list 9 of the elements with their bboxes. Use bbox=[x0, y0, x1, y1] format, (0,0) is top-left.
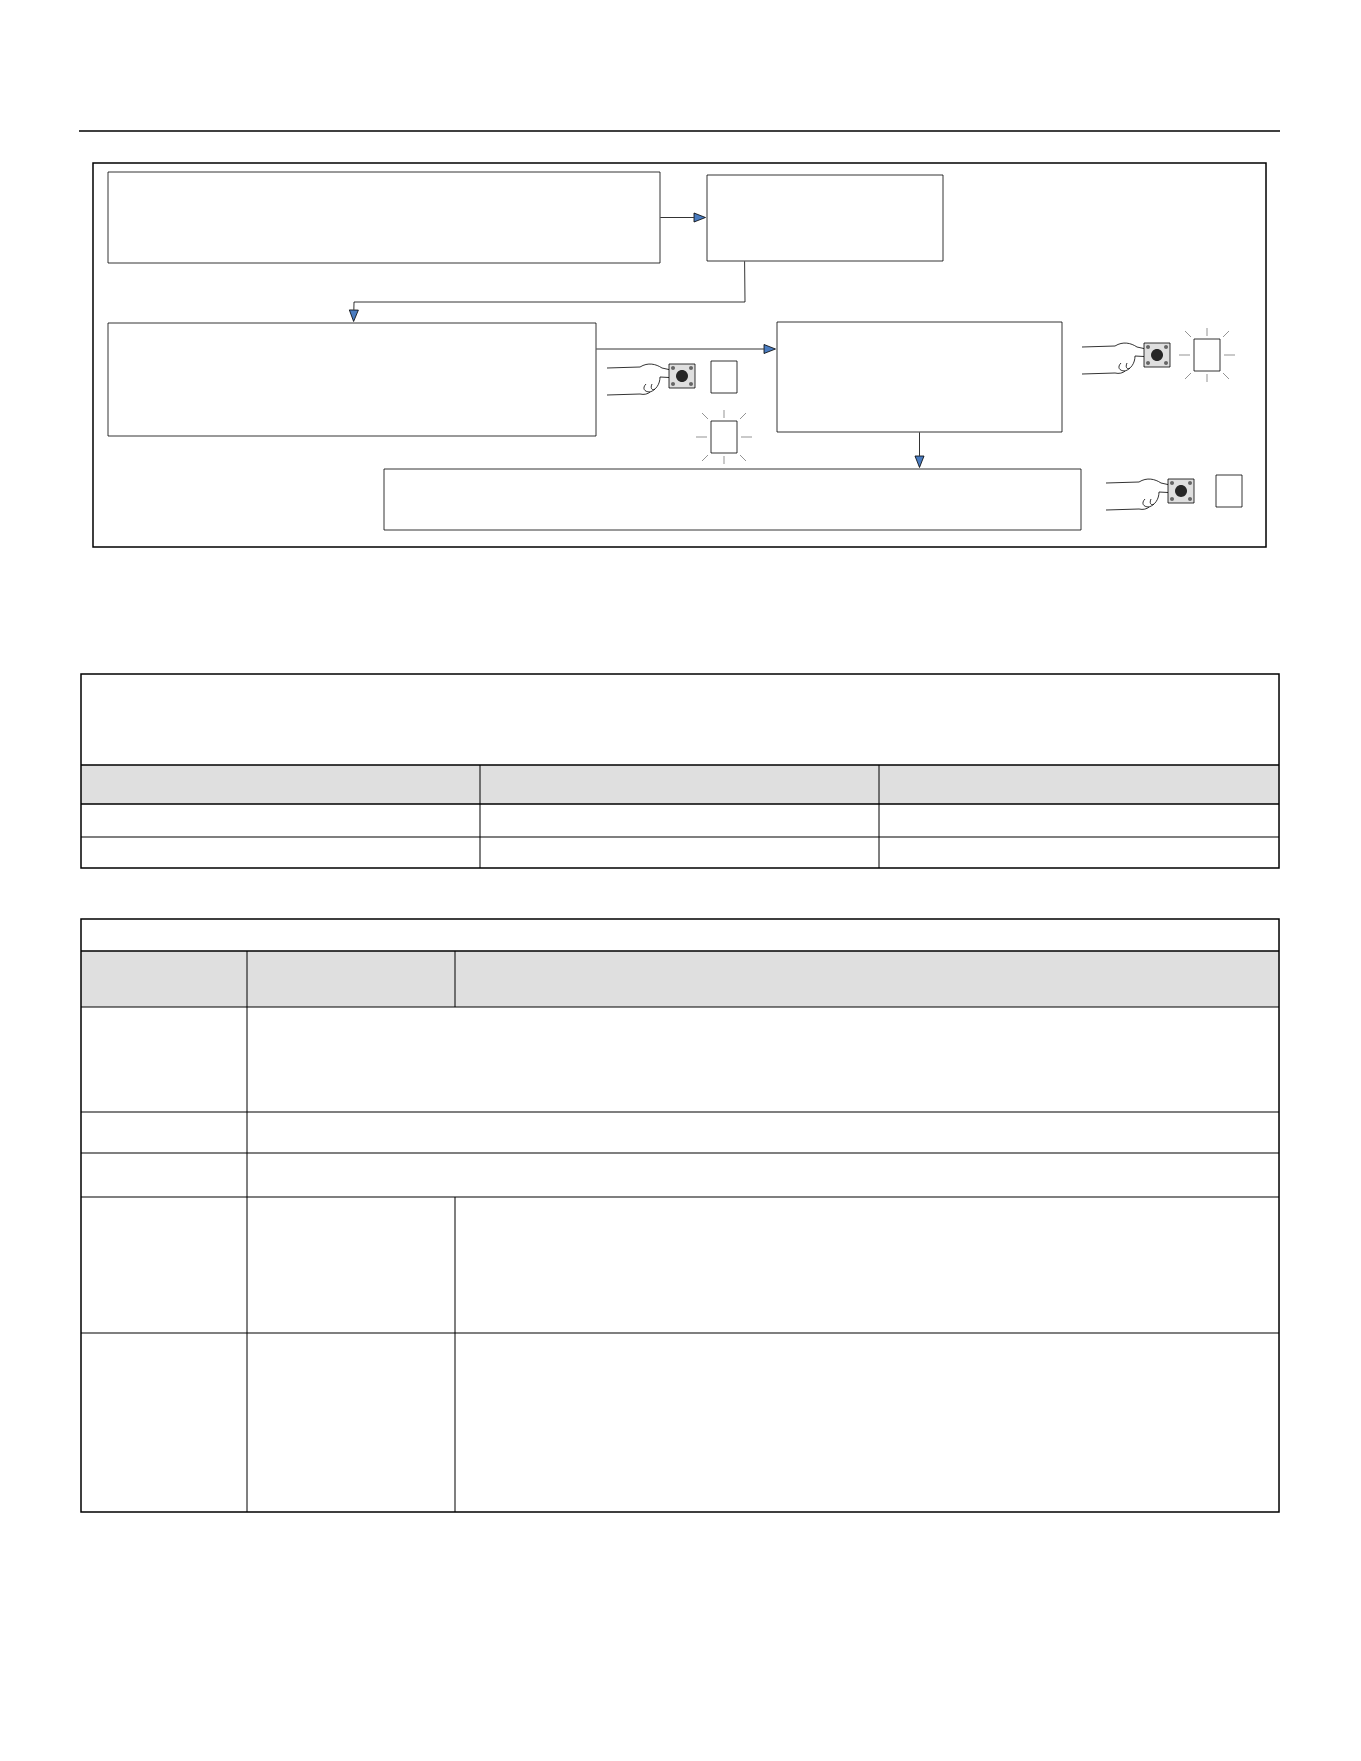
process-box bbox=[107, 322, 597, 437]
process-box bbox=[706, 174, 944, 262]
process-box bbox=[383, 468, 1082, 531]
arrow bbox=[660, 212, 706, 223]
process-box bbox=[776, 321, 1063, 433]
arrow bbox=[914, 432, 925, 468]
process-box bbox=[107, 171, 661, 264]
arrow bbox=[348, 261, 746, 322]
arrow bbox=[596, 344, 776, 354]
